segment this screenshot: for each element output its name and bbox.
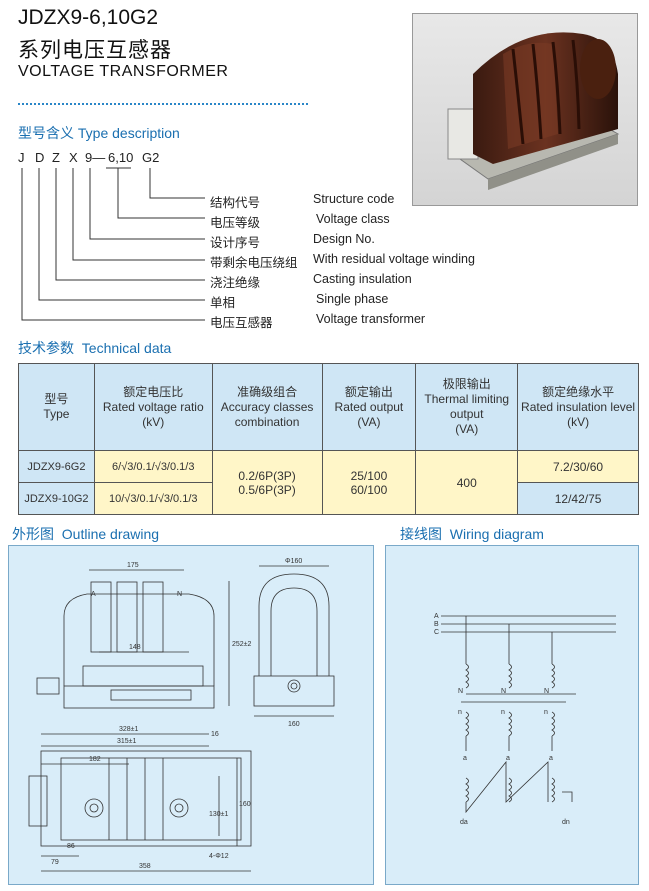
terminal-N: N	[177, 591, 182, 598]
dotted-divider	[18, 103, 308, 105]
terminal-A: A	[91, 591, 96, 598]
wiring-label-n: n	[501, 709, 505, 716]
type-code-voltage: 6,10	[108, 150, 134, 165]
wiring-label-A: A	[434, 613, 439, 620]
dim-182: 182	[89, 756, 101, 763]
dim-86: 86	[67, 843, 75, 850]
wiring-label-n: n	[544, 709, 548, 716]
wiring-label-B: B	[434, 621, 439, 628]
table-cell-ratio: 10/√3/0.1/√3/0.1/3	[93, 482, 213, 515]
type-item-cn: 电压等级	[210, 216, 261, 230]
dim-phi160: Φ160	[285, 558, 302, 565]
dim-315: 315±1	[117, 738, 137, 745]
type-item-cn: 带剩余电压绕组	[210, 256, 298, 270]
type-item-en: Voltage transformer	[316, 312, 426, 326]
outline-drawing: 175 148 Φ160 160 252±2 328±1 315±1 16 18…	[28, 558, 335, 872]
type-code-Z: Z	[52, 150, 60, 165]
type-item-cn: 电压互感器	[210, 316, 273, 330]
dim-175: 175	[127, 562, 139, 569]
dim-252: 252±2	[232, 641, 252, 648]
type-item-en: Single phase	[316, 292, 389, 306]
wiring-label-a: a	[463, 755, 467, 762]
wiring-label-a: a	[549, 755, 553, 762]
dim-hole: 4-Φ12	[209, 853, 229, 860]
table-cell-insulation: 12/42/75	[517, 482, 639, 515]
type-code-9: 9—	[85, 150, 106, 165]
type-item-cn: 设计序号	[210, 236, 261, 250]
outline-drawing-panel: 175 148 Φ160 160 252±2 328±1 315±1 16 18…	[8, 545, 374, 885]
dim-16: 16	[211, 731, 219, 738]
wiring-diagram-panel: A B C N N N n n n a a a da dn	[385, 545, 639, 885]
type-item-en: Structure code	[313, 192, 395, 206]
wiring-label-N: N	[544, 688, 549, 695]
type-item-en: Voltage class	[316, 212, 390, 226]
outline-title: 外形图 Outline drawing	[12, 526, 160, 542]
wiring-label-N: N	[458, 688, 463, 695]
dim-79: 79	[51, 859, 59, 866]
model-title: JDZX9-6,10G2	[18, 6, 159, 29]
wiring-label-C: C	[434, 629, 439, 636]
wiring-diagram: A B C N N N n n n a a a da dn	[434, 613, 616, 826]
type-code-J: J	[18, 150, 25, 165]
dim-160b: 160	[239, 801, 251, 808]
wiring-label-da: da	[460, 819, 468, 826]
dim-130: 130±1	[209, 811, 229, 818]
dim-160: 160	[288, 721, 300, 728]
dim-328: 328±1	[119, 726, 139, 733]
table-cell-accuracy: 0.2/6P(3P)0.5/6P(3P)	[211, 450, 323, 515]
type-item-en: Casting insulation	[313, 272, 412, 286]
wiring-label-N: N	[501, 688, 506, 695]
wiring-label-dn: dn	[562, 819, 570, 826]
product-photo	[412, 13, 638, 206]
wiring-title: 接线图 Wiring diagram	[400, 526, 544, 542]
table-cell-type: JDZX9-6G2	[18, 450, 95, 483]
type-code-D: D	[35, 150, 45, 165]
dim-358: 358	[139, 863, 151, 870]
table-cell-limiting: 400	[415, 450, 519, 515]
type-item-cn: 结构代号	[210, 196, 261, 210]
type-code-G2: G2	[142, 150, 160, 165]
technical-data-title: 技术参数 Technical data	[18, 340, 172, 356]
table-cell-type: JDZX9-10G2	[18, 482, 95, 515]
type-item-cn: 单相	[210, 296, 236, 310]
table-cell-insulation: 7.2/30/60	[517, 450, 639, 483]
type-description-title: 型号含义 Type description	[18, 125, 180, 141]
type-code-leaders	[21, 167, 205, 321]
wiring-label-n: n	[458, 709, 462, 716]
type-item-en: With residual voltage winding	[313, 252, 475, 266]
type-code-X: X	[69, 150, 78, 165]
dim-148: 148	[129, 644, 141, 651]
wiring-label-a: a	[506, 755, 510, 762]
product-name-cn: 系列电压互感器	[18, 39, 172, 62]
table-cell-ratio: 6/√3/0.1/√3/0.1/3	[93, 450, 213, 483]
type-item-en: Design No.	[313, 232, 375, 246]
type-item-cn: 浇注绝缘	[210, 276, 261, 290]
transformer-illustration	[447, 32, 620, 190]
product-name-en: VOLTAGE TRANSFORMER	[18, 63, 229, 80]
